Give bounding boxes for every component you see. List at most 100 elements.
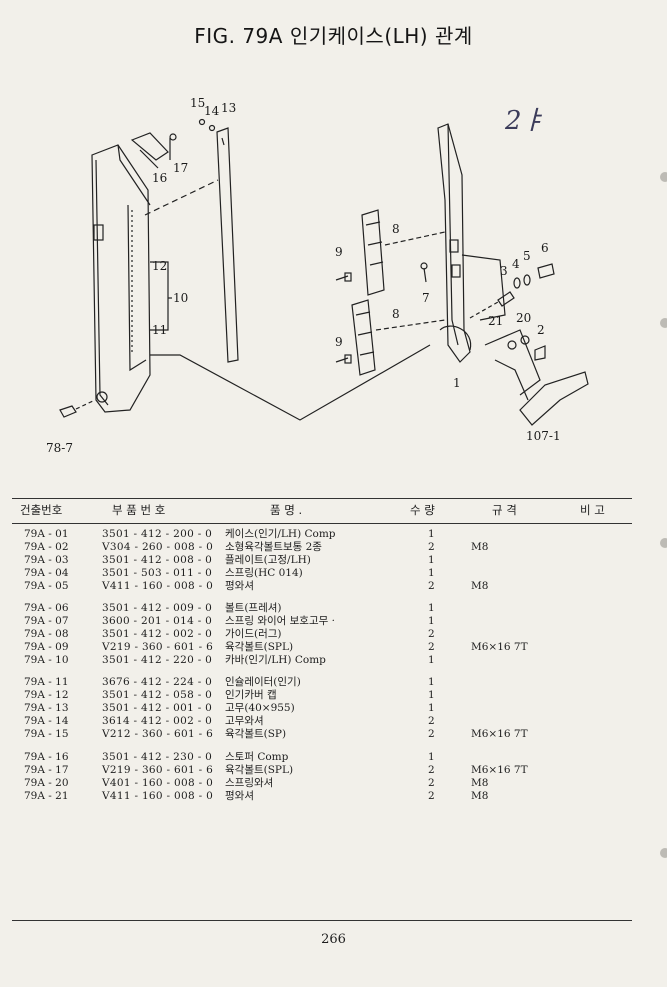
part-qty: 2 [428, 764, 435, 776]
part-qty: 1 [428, 654, 435, 666]
callout-5: 5 [523, 249, 531, 263]
part-number: 3501 - 412 - 009 - 0 [102, 602, 213, 614]
part-index: 79A - 09 [24, 641, 69, 653]
part-number: V411 - 160 - 008 - 0 [102, 790, 214, 802]
part-index: 79A - 12 [24, 689, 69, 701]
handwritten-mark: 2ㅑ [505, 106, 546, 136]
callout-17: 17 [173, 161, 188, 175]
part-name: 볼트(프레셔) [225, 602, 282, 614]
part-index: 79A - 21 [24, 790, 69, 802]
exploded-parts-diagram: 15 14 13 16 17 12 10 11 78-7 8 8 9 9 7 3… [46, 96, 589, 455]
part-number: V212 - 360 - 601 - 6 [102, 728, 214, 740]
part-qty: 1 [428, 602, 435, 614]
part-number: 3501 - 412 - 002 - 0 [102, 628, 213, 640]
callout-12: 12 [152, 259, 167, 273]
part-name: 스프링(HC 014) [225, 567, 303, 579]
part-spec: M8 [471, 790, 489, 802]
callout-2: 2 [537, 323, 545, 337]
part-qty: 1 [428, 702, 435, 714]
callout-3: 3 [500, 264, 508, 278]
part-name: 스프링와셔 [225, 777, 274, 789]
callout-6: 6 [541, 241, 549, 255]
part-spec: M6×16 7T [471, 728, 528, 740]
header-part: 부 품 번 호 [112, 503, 166, 517]
header-qty: 수 량 [410, 503, 435, 517]
binder-hole [660, 172, 667, 182]
part-index: 79A - 03 [24, 554, 69, 566]
binder-hole [660, 318, 667, 328]
callout-20: 20 [516, 311, 531, 325]
table-row: 79A - 01 3501 - 412 - 200 - 0 케이스(인기/LH) C… [0, 528, 667, 541]
callout-1: 1 [453, 376, 461, 390]
part-index: 79A - 14 [24, 715, 69, 727]
part-name: 인슐레이터(인기) [225, 676, 301, 688]
table-top-line [12, 498, 632, 499]
header-note: 비 고 [580, 503, 605, 517]
part-index: 79A - 02 [24, 541, 69, 553]
callout-9a: 9 [335, 245, 343, 259]
part-number: 3676 - 412 - 224 - 0 [102, 676, 213, 688]
part-name: 케이스(인기/LH) Comp [225, 528, 336, 540]
callout-8a: 8 [392, 222, 400, 236]
part-spec: M6×16 7T [471, 641, 528, 653]
part-qty: 1 [428, 676, 435, 688]
part-number: V401 - 160 - 008 - 0 [102, 777, 214, 789]
part-name: 스토퍼 Comp [225, 751, 289, 763]
part-number: V219 - 360 - 601 - 6 [102, 764, 214, 776]
part-qty: 2 [428, 641, 435, 653]
callout-9b: 9 [335, 335, 343, 349]
part-index: 79A - 01 [24, 528, 69, 540]
part-index: 79A - 20 [24, 777, 69, 789]
part-qty: 2 [428, 715, 435, 727]
part-index: 79A - 04 [24, 567, 69, 579]
part-name: 스프링 와이어 보호고무 · [225, 615, 335, 627]
callout-16: 16 [152, 171, 167, 185]
part-index: 79A - 11 [24, 676, 69, 688]
page-number: 266 [321, 932, 346, 947]
part-number: 3501 - 412 - 058 - 0 [102, 689, 213, 701]
part-name: 육각볼트(SP) [225, 728, 287, 740]
table-header-line [12, 523, 632, 524]
part-qty: 1 [428, 554, 435, 566]
binder-hole [660, 848, 667, 858]
part-number: V411 - 160 - 008 - 0 [102, 580, 214, 592]
header-name: 품 명 . [270, 503, 303, 517]
part-name: 카바(인기/LH) Comp [225, 654, 326, 666]
part-name: 육각볼트(SPL) [225, 641, 294, 653]
part-name: 육각볼트(SPL) [225, 764, 294, 776]
part-index: 79A - 13 [24, 702, 69, 714]
part-qty: 2 [428, 790, 435, 802]
part-qty: 2 [428, 728, 435, 740]
part-name: 평와셔 [225, 790, 254, 802]
part-index: 79A - 16 [24, 751, 69, 763]
part-qty: 1 [428, 615, 435, 627]
part-name: 고무(40×955) [225, 702, 295, 714]
table-row: 79A - 21 V411 - 160 - 008 - 0 평와셔 2 M8 [0, 790, 667, 803]
part-qty: 1 [428, 528, 435, 540]
part-qty: 1 [428, 751, 435, 763]
part-index: 79A - 07 [24, 615, 69, 627]
part-index: 79A - 10 [24, 654, 69, 666]
part-name: 소형육각볼트보통 2종 [225, 541, 322, 553]
callout-13: 13 [221, 101, 236, 115]
part-spec: M8 [471, 541, 489, 553]
part-number: 3501 - 412 - 200 - 0 [102, 528, 213, 540]
callout-78-7: 78-7 [46, 441, 73, 455]
part-name: 인기카버 캡 [225, 689, 277, 701]
header-spec: 규 격 [492, 503, 517, 517]
table-header: 건출번호 부 품 번 호 품 명 . 수 량 규 격 비 고 [0, 502, 667, 522]
part-qty: 2 [428, 541, 435, 553]
part-name: 가이드(러그) [225, 628, 282, 640]
part-number: 3501 - 412 - 008 - 0 [102, 554, 213, 566]
